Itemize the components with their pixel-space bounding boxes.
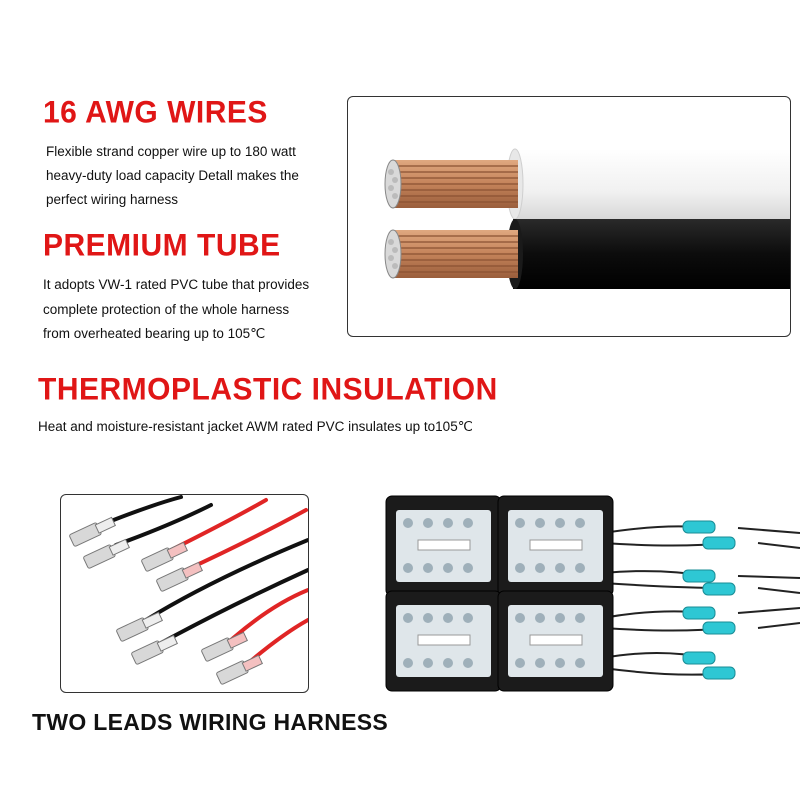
heading-premium-tube: PREMIUM TUBE xyxy=(43,228,281,263)
cable-image-panel xyxy=(347,96,791,337)
text-line: It adopts VW-1 rated PVC tube that provi… xyxy=(43,277,310,292)
text-line: complete protection of the whole harness xyxy=(43,302,290,317)
heading-thermoplastic-insulation: THERMOPLASTIC INSULATION xyxy=(38,372,498,407)
copper-strands-bottom xyxy=(384,229,518,279)
light-pod-grid xyxy=(385,495,614,692)
text-line: Flexible strand copper wire up to 180 wa… xyxy=(46,144,296,159)
spade-terminal-wires-illustration xyxy=(69,495,308,685)
text-line: Heat and moisture-resistant jacket AWM r… xyxy=(38,419,473,434)
terminals-image-panel xyxy=(60,494,309,693)
led-lights-image xyxy=(378,488,800,713)
text-line: perfect wiring harness xyxy=(46,192,179,207)
heading-16-awg-wires: 16 AWG WIRES xyxy=(43,95,268,130)
copper-strands-top xyxy=(384,159,518,209)
text-line: heavy-duty load capacity Detall makes th… xyxy=(46,168,299,183)
cable-illustration xyxy=(384,148,790,289)
led-light-pods-illustration xyxy=(385,495,800,692)
footer-title: TWO LEADS WIRING HARNESS xyxy=(32,709,389,735)
spade-terminals xyxy=(69,516,264,685)
text-line: from overheated bearing up to 105℃ xyxy=(43,326,266,341)
